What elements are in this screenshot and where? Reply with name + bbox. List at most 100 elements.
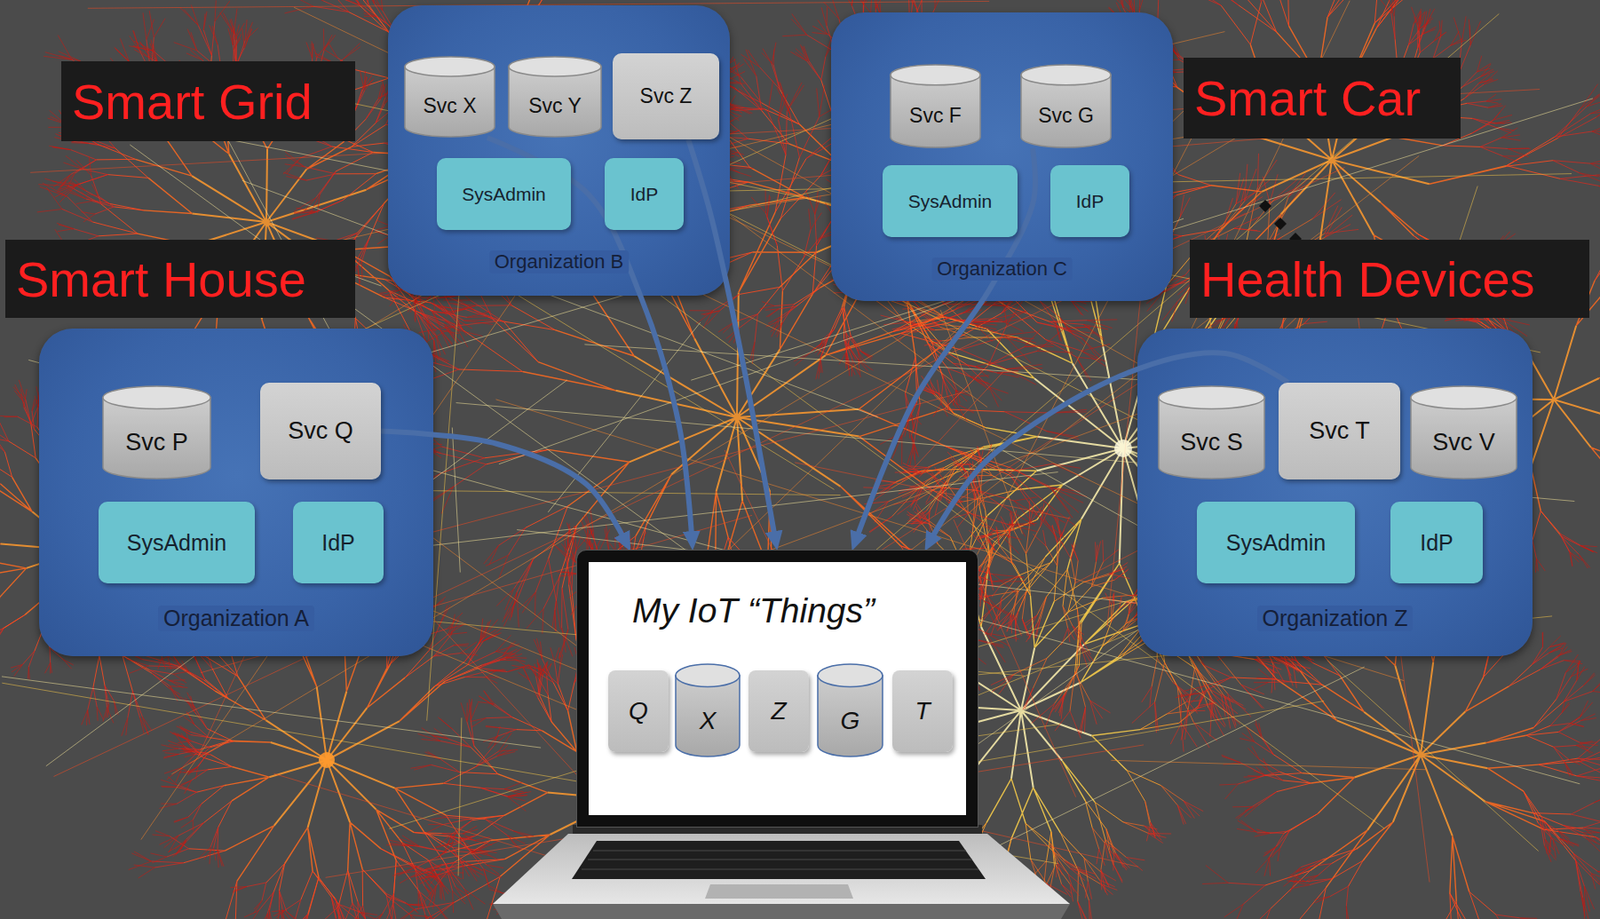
node-label: Svc Y (528, 94, 582, 119)
cylinder-top (404, 56, 495, 77)
node-label: IdP (1076, 190, 1105, 213)
organization-name: Organization A (158, 605, 315, 632)
cylinder-body (1410, 397, 1517, 479)
service-box: Svc Z (612, 53, 720, 140)
node-label: Svc Z (640, 84, 693, 109)
organization-box: Organization A Svc P Svc Q SysAdmin IdP (39, 328, 434, 657)
flow-arrow (487, 137, 692, 539)
node-label: T (914, 697, 930, 726)
flow-arrow (855, 148, 1036, 539)
network-branches (1, 14, 1572, 877)
thing-cylinder: X (674, 663, 741, 758)
cylinder-top (508, 56, 602, 77)
organization-box: Organization Z Svc S Svc T Svc V SysAdmin IdP (1137, 328, 1533, 657)
screen-title: My IoT “Things” (632, 591, 875, 631)
node-label: IdP (321, 530, 356, 556)
cylinder-body (1158, 397, 1265, 479)
network-branches (39, 0, 1522, 888)
service-cylinder: Svc P (102, 385, 212, 480)
node-label: G (840, 706, 861, 736)
cylinder-top (1410, 386, 1517, 409)
organization-name: Organization B (489, 250, 630, 274)
node-label: Health Devices (1200, 250, 1536, 309)
role-box: SysAdmin (436, 158, 571, 230)
cylinder-body (102, 397, 211, 479)
role-box: SysAdmin (98, 501, 255, 584)
cylinder-top (817, 664, 883, 687)
role-box: SysAdmin (882, 165, 1018, 238)
role-box: SysAdmin (1196, 501, 1355, 584)
network-hub (1114, 439, 1133, 458)
node-label: Svc P (125, 428, 189, 457)
organization-box: Organization B Svc X Svc Y Svc Z SysAdmin IdP (388, 5, 730, 296)
cylinder-top (1021, 64, 1111, 86)
node-label: Smart Car (1194, 69, 1421, 127)
role-box: IdP (1390, 501, 1483, 584)
laptop-base (492, 833, 1070, 904)
service-box: Svc T (1278, 382, 1401, 480)
cylinder-body (817, 675, 883, 757)
cylinder-body (890, 74, 981, 148)
role-box: IdP (1050, 165, 1130, 238)
node-label: SysAdmin (908, 190, 993, 213)
node-label: Svc S (1180, 428, 1244, 457)
category-label: Smart House (5, 239, 356, 318)
node-label: Z (770, 697, 786, 726)
role-box: IdP (604, 158, 684, 230)
laptop-screen: My IoT “Things” Q X Z G T (577, 550, 978, 827)
cylinder-top (102, 386, 211, 409)
network-branches (30, 0, 1540, 916)
thing-box: Z (748, 670, 809, 753)
cylinder-body (675, 675, 740, 757)
service-cylinder: Svc F (889, 63, 982, 149)
node-label: SysAdmin (126, 530, 228, 556)
network-hub (318, 752, 335, 769)
cylinder-top (890, 64, 981, 86)
node-label: Smart Grid (71, 72, 313, 131)
node-label: IdP (1419, 530, 1454, 556)
organization-name: Organization Z (1257, 605, 1414, 632)
cylinder-body (404, 66, 495, 137)
node-label: Svc F (909, 103, 962, 128)
node-label: X (699, 706, 717, 736)
node-label: Smart House (15, 250, 307, 309)
category-label: Health Devices (1189, 239, 1590, 318)
cylinder-body (1021, 74, 1111, 148)
flow-arrow (380, 431, 626, 541)
network-branches (1, 75, 1593, 871)
node-label: SysAdmin (1226, 530, 1327, 556)
node-label: Svc T (1308, 417, 1371, 445)
thing-box: Q (608, 670, 669, 753)
service-cylinder: Svc Y (507, 55, 602, 138)
laptop-front-edge (492, 903, 1070, 919)
laptop-trackpad (704, 884, 854, 899)
dotted-connector (1259, 199, 1302, 246)
flow-arrow (930, 352, 1289, 540)
node-label: Q (628, 697, 649, 726)
node-label: IdP (630, 183, 659, 206)
category-label: Smart Grid (61, 61, 356, 142)
service-box: Svc Q (260, 382, 381, 480)
node-label: Svc Q (287, 417, 354, 445)
thing-box: T (892, 670, 953, 753)
organization-name: Organization C (931, 257, 1073, 281)
node-label: SysAdmin (461, 183, 547, 206)
keyboard-keys (581, 850, 979, 870)
node-label: Svc G (1037, 103, 1094, 128)
cylinder-body (508, 66, 602, 137)
organization-box: Organization C Svc F Svc G SysAdmin IdP (831, 12, 1173, 301)
node-label: Svc X (422, 94, 476, 119)
service-cylinder: Svc G (1020, 63, 1112, 149)
laptop-keyboard (571, 840, 986, 880)
service-cylinder: Svc V (1409, 385, 1518, 480)
service-cylinder: Svc S (1157, 385, 1266, 480)
service-cylinder: Svc X (403, 55, 496, 138)
category-label: Smart Car (1183, 57, 1461, 139)
thing-cylinder: G (816, 663, 884, 758)
